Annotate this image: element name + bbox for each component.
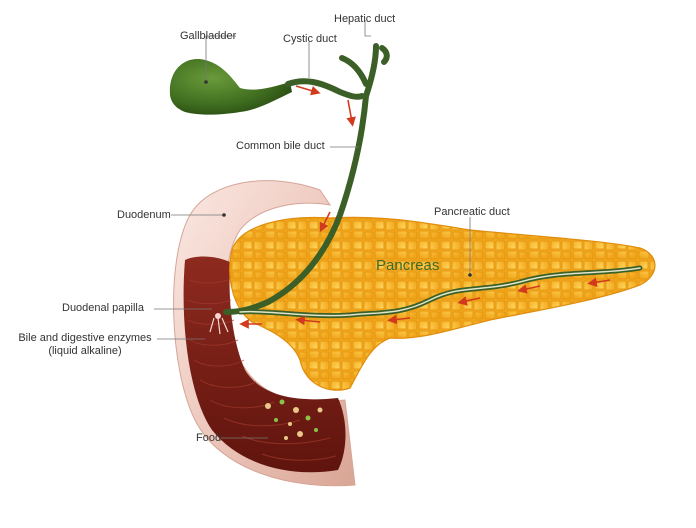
leader-lines [154, 20, 471, 439]
label-pancreatic-duct: Pancreatic duct [434, 206, 510, 218]
flow-arrows [239, 85, 611, 329]
label-common-bile-duct: Common bile duct [236, 140, 325, 152]
label-bile-enzymes-line2: (liquid alkaline) [48, 345, 122, 357]
label-duodenal-papilla: Duodenal papilla [62, 302, 144, 314]
gallbladder [169, 59, 292, 115]
duodenal-papilla [209, 313, 229, 335]
label-hepatic-duct: Hepatic duct [334, 13, 396, 25]
label-pancreas: Pancreas [376, 257, 440, 274]
label-cystic-duct: Cystic duct [283, 33, 337, 45]
common-bile-duct [223, 93, 369, 315]
label-bile-enzymes-line1: Bile and digestive enzymes [18, 332, 152, 344]
food-particles [265, 399, 323, 440]
label-food: Food [196, 432, 222, 444]
cystic-duct [285, 78, 365, 100]
label-duodenum: Duodenum [117, 209, 171, 221]
pancreatic-duct-inner [239, 267, 641, 317]
pancreas [229, 216, 656, 391]
label-bile-enzymes: Bile and digestive enzymes (liquid alkal… [14, 332, 156, 358]
hepatic-duct [339, 43, 390, 99]
label-gallbladder: Gallbladder [180, 30, 237, 42]
